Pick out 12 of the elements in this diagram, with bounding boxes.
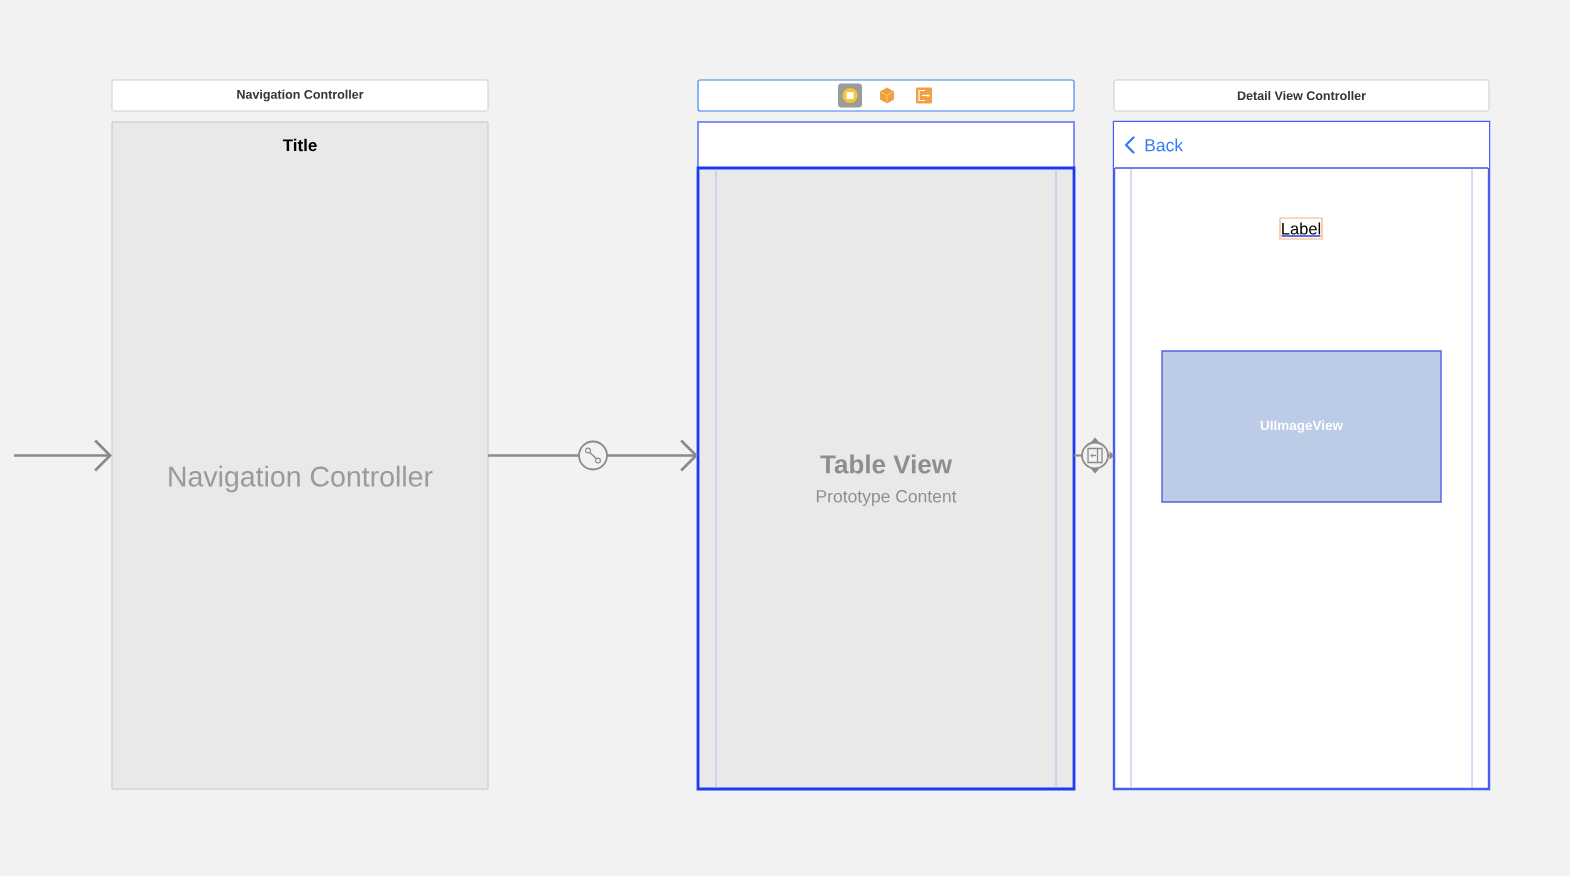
entry-arrow (14, 439, 112, 472)
scene-title-bar: Detail View Controller (1113, 79, 1490, 112)
text-label: Label (1279, 217, 1323, 240)
scene-title-bar: Navigation Controller (111, 79, 489, 112)
navigation-bar (697, 121, 1075, 169)
scene-placeholder-text: Navigation Controller (169, 465, 433, 493)
segue-arrow (488, 439, 698, 472)
table-view-title: Table View (820, 454, 953, 474)
table-view-subtitle: Prototype Content (816, 490, 957, 506)
image-view: UIImageView (1161, 350, 1442, 503)
back-label: Back (1145, 138, 1184, 152)
navigation-title: Title (282, 138, 317, 152)
